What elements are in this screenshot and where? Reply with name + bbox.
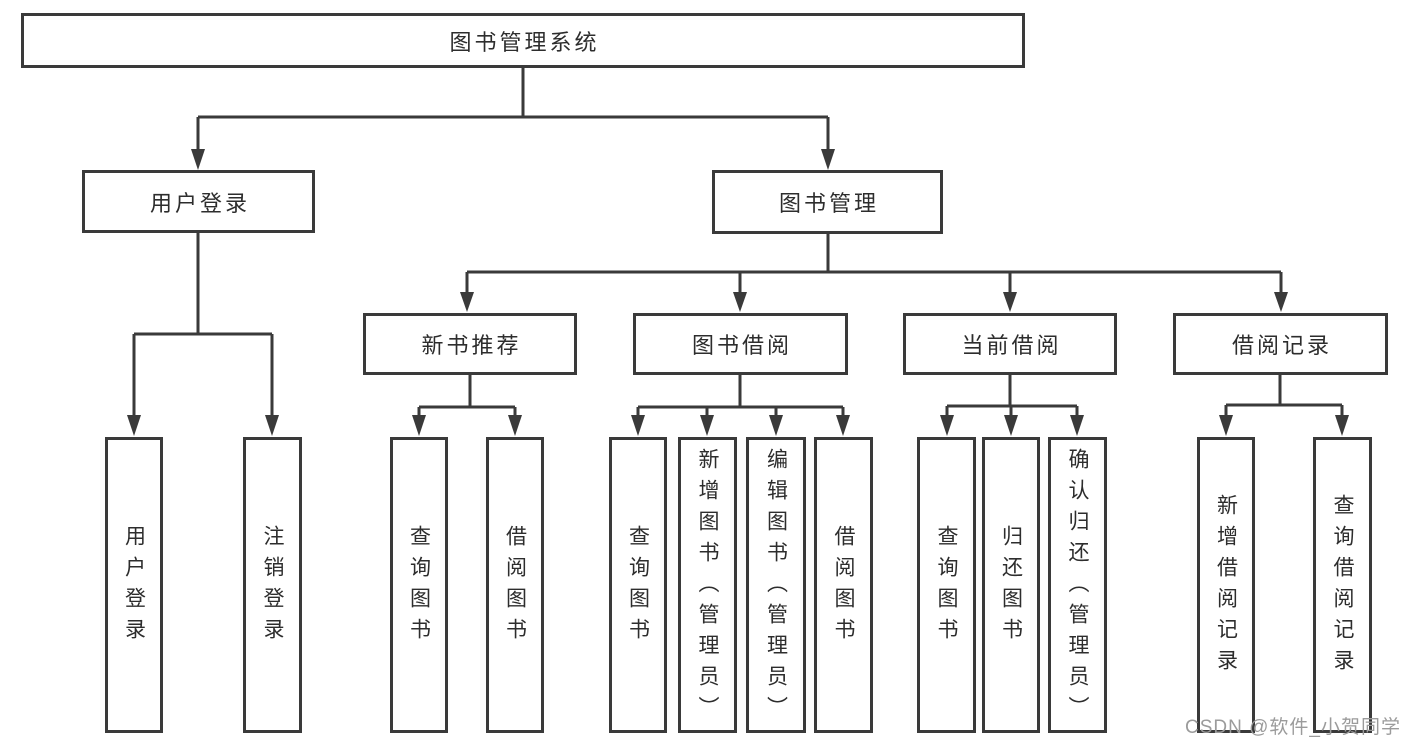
arrowhead bbox=[631, 415, 645, 436]
node-borrow-records: 借阅记录 bbox=[1173, 313, 1388, 375]
node-new-book-recommend: 新书推荐 bbox=[363, 313, 577, 375]
arrowhead bbox=[769, 415, 783, 436]
node-book-management: 图书管理 bbox=[712, 170, 943, 234]
arrowhead bbox=[1219, 415, 1233, 436]
node-user-login: 用户登录 bbox=[82, 170, 315, 233]
leaf-add-borrow-record: 新增借阅记录 bbox=[1197, 437, 1255, 733]
node-book-borrow: 图书借阅 bbox=[633, 313, 848, 375]
edge-book-borrow-group bbox=[636, 375, 845, 416]
leaf-query-book-borrow: 查询图书 bbox=[609, 437, 667, 733]
leaf-query-book-current: 查询图书 bbox=[917, 437, 976, 733]
arrowhead bbox=[700, 415, 714, 436]
edge-borrow-records-group bbox=[1224, 375, 1344, 416]
arrowhead bbox=[821, 149, 835, 170]
leaf-query-book-recommend: 查询图书 bbox=[390, 437, 448, 733]
node-current-borrow: 当前借阅 bbox=[903, 313, 1117, 375]
leaf-add-book-admin: 新增图书（管理员） bbox=[678, 437, 737, 733]
edge-current-borrow-group bbox=[945, 375, 1079, 416]
edge-user-login-group bbox=[132, 233, 274, 416]
arrowhead bbox=[1070, 415, 1084, 436]
leaf-user-login: 用户登录 bbox=[105, 437, 163, 733]
leaf-query-borrow-record: 查询借阅记录 bbox=[1313, 437, 1372, 733]
leaf-confirm-return-admin: 确认归还（管理员） bbox=[1048, 437, 1107, 733]
arrowhead bbox=[1335, 415, 1349, 436]
arrowhead bbox=[940, 415, 954, 436]
leaf-borrow-book: 借阅图书 bbox=[814, 437, 873, 733]
arrowhead bbox=[191, 149, 205, 170]
edge-book-management-group bbox=[465, 234, 1283, 293]
edge-root-to-branches bbox=[196, 68, 830, 150]
leaf-return-book: 归还图书 bbox=[982, 437, 1040, 733]
arrowhead bbox=[412, 415, 426, 436]
leaf-borrow-book-recommend: 借阅图书 bbox=[486, 437, 544, 733]
arrowhead bbox=[1003, 292, 1017, 312]
arrowhead bbox=[836, 415, 850, 436]
watermark: CSDN @软件_小贺同学 bbox=[1185, 717, 1401, 738]
arrowhead bbox=[127, 415, 141, 436]
leaf-edit-book-admin: 编辑图书（管理员） bbox=[746, 437, 806, 733]
arrowhead bbox=[508, 415, 522, 436]
leaf-logout: 注销登录 bbox=[243, 437, 302, 733]
node-root: 图书管理系统 bbox=[21, 13, 1025, 68]
arrowhead bbox=[460, 292, 474, 312]
arrowhead bbox=[1004, 415, 1018, 436]
arrowhead bbox=[1274, 292, 1288, 312]
edge-new-book-group bbox=[417, 375, 517, 416]
arrowhead bbox=[733, 292, 747, 312]
arrowhead bbox=[265, 415, 279, 436]
